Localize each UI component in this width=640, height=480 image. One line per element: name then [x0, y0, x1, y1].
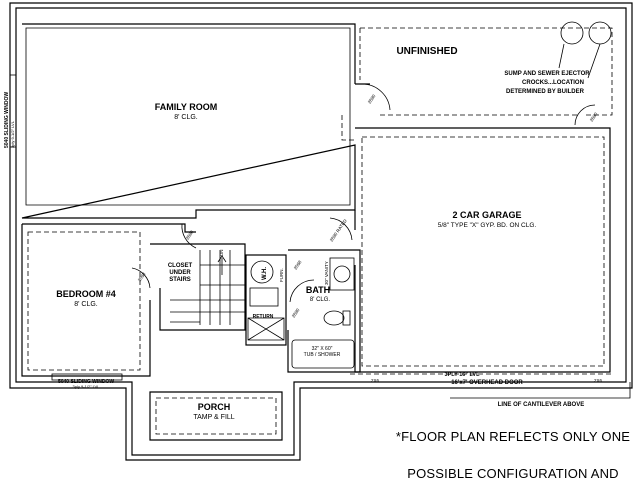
- door-bath-label: 2068: [293, 259, 303, 270]
- bedroom-door-swing: [181, 223, 197, 249]
- return-duct: [247, 317, 285, 341]
- window-bedroom-label: 5040 SLIDING WINDOW: [58, 379, 114, 385]
- bath-sink: [333, 265, 351, 283]
- unfinished-label: UNFINISHED: [396, 46, 457, 57]
- window-bedroom: [51, 373, 123, 381]
- furnace: [249, 287, 279, 307]
- window-bedroom-sub: 3ply 9-1/2" LVL: [73, 384, 101, 389]
- toilet: [323, 310, 345, 326]
- toilet-tank: [342, 310, 351, 326]
- window-family-label: 5040 SLIDING WINDOW: [4, 92, 10, 148]
- closet-label-2: UNDER: [169, 270, 191, 276]
- beam-label: 3PLY 16" LVL: [445, 372, 481, 378]
- inner-wall: [15, 7, 627, 456]
- bedroom-label: BEDROOM #4: [56, 289, 116, 299]
- window-family-sub: 3ply 9-1/2" LVL: [10, 120, 15, 148]
- unfinished-boundary: [359, 27, 613, 116]
- door-closet-label: 2068: [137, 271, 147, 282]
- footnote-line-2: POSSIBLE CONFIGURATION AND: [407, 466, 619, 480]
- water-heater: [250, 260, 274, 284]
- bath-label: BATH: [306, 285, 330, 295]
- door-garage-label: 2880 RATED: [329, 218, 349, 243]
- door-bed-label: 2680: [185, 229, 195, 240]
- closet-label-3: STAIRS: [169, 277, 191, 283]
- furnace-label: FURN.: [279, 268, 284, 282]
- bath-door-swing: [289, 279, 315, 303]
- tub-type: TUB / SHOWER: [304, 352, 341, 358]
- window-family: [9, 74, 17, 148]
- water-heater-label: W.H.: [262, 267, 268, 280]
- bath-ceiling: 8' CLG.: [310, 297, 330, 303]
- dim-left: 2X6: [371, 378, 380, 383]
- cantilever-line: [450, 382, 631, 399]
- stair-dn-label: DN: [219, 250, 224, 257]
- closet-label-1: CLOSET: [168, 263, 193, 269]
- sump-note-line-3: DETERMINED BY BUILDER: [506, 89, 585, 95]
- garage-walls: [354, 127, 611, 373]
- sump-note-line-2: CROCKS...LOCATION: [522, 80, 584, 86]
- garage-door-swing: [329, 217, 353, 241]
- family-room-walls: [21, 23, 370, 219]
- unfinished-beam-line: [341, 114, 580, 141]
- footnote-line-1: *FLOOR PLAN REFLECTS ONLY ONE: [396, 429, 630, 444]
- porch-note: TAMP & FILL: [193, 414, 234, 421]
- sump-door-swing: [574, 104, 596, 126]
- tub-size: 32" X 60": [312, 346, 333, 352]
- door-unfinished-label: 2680: [589, 111, 599, 122]
- door-family-label: 2880: [367, 93, 377, 104]
- family-room-label: FAMILY ROOM: [155, 102, 218, 112]
- tub: [291, 339, 355, 369]
- porch-inner-line: [155, 397, 277, 435]
- stair-walls: [150, 243, 246, 331]
- stair-treads: [170, 250, 245, 325]
- closet-door-swing: [131, 267, 151, 289]
- mechanical-room: [245, 254, 287, 346]
- porch-label: PORCH: [198, 402, 231, 412]
- sump-note-line-1: SUMP AND SEWER EJECTOR: [504, 71, 590, 77]
- unfinished-door-swing: [361, 83, 391, 111]
- sump-crock-1: [560, 21, 584, 45]
- family-room-inner-wall: [25, 27, 351, 206]
- return-label: RETURN: [253, 314, 274, 320]
- cantilever-label: LINE OF CANTILEVER ABOVE: [498, 402, 584, 408]
- door-garage-side-label: 2880: [291, 307, 301, 318]
- bath-walls: [287, 249, 361, 373]
- family-room-ceiling: 8' CLG.: [174, 114, 198, 121]
- stair-arrow: [217, 255, 227, 275]
- outer-wall: [9, 2, 633, 461]
- bedroom-walls: [21, 223, 196, 377]
- bath-vanity: [329, 257, 355, 291]
- bedroom-ceiling: 8' CLG.: [74, 301, 98, 308]
- dim-right: 2X6: [594, 378, 603, 383]
- garage-spec: 5/8" TYPE "X" GYP. BD. ON CLG.: [438, 222, 537, 229]
- overhead-door-label: 16'x7' OVERHEAD DOOR: [451, 380, 523, 386]
- sump-leaders: [558, 43, 601, 79]
- vanity-label: 30" VANITY: [324, 261, 329, 285]
- garage-ceiling-line: [361, 136, 605, 367]
- sump-crock-2: [588, 21, 612, 45]
- bedroom-ceiling-line: [27, 231, 141, 371]
- garage-label: 2 CAR GARAGE: [452, 210, 521, 220]
- porch-walls: [149, 391, 283, 441]
